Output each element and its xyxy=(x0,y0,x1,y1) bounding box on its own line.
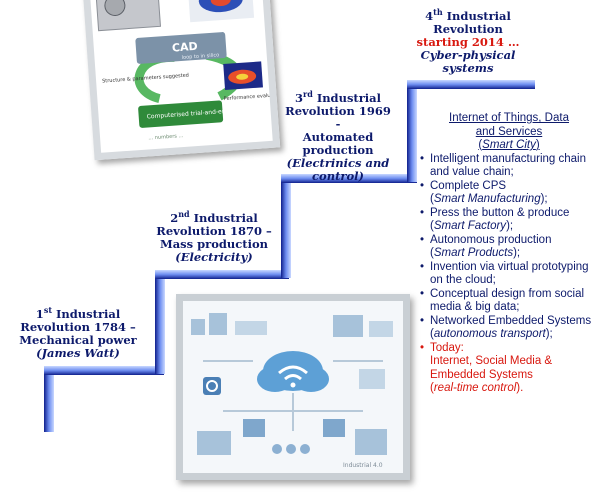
step-2-tread xyxy=(155,270,289,279)
cad-sublabel: loop to in silico xyxy=(182,52,220,61)
list-item: Autonomous production(Smart Products); xyxy=(420,234,598,261)
stage-4-num: 4 xyxy=(425,9,434,23)
cad-loop-image: CAD loop to in silico Structure & parame… xyxy=(81,0,282,161)
stage-3-sub2: control xyxy=(312,169,359,183)
list-item: Intelligent manufacturing chain and valu… xyxy=(420,153,598,180)
cad-label: CAD xyxy=(172,40,199,55)
cad-bottom-label-2: … numbers … xyxy=(148,133,184,141)
stage-1-sup: st xyxy=(43,305,53,316)
step-1-riser xyxy=(44,372,54,432)
list-item: Complete CPS(Smart Manufacturing); xyxy=(420,180,598,207)
stage-3-sub1: Electrinics and xyxy=(292,156,390,170)
step-1-tread xyxy=(44,366,164,375)
stage-3-line2: Revolution 1969 - xyxy=(285,104,391,131)
cad-right-label: Performance evaluated xyxy=(223,92,272,102)
stage-2-line3: Mass production xyxy=(159,237,269,251)
stage-1-line3: Mechanical power xyxy=(19,333,137,347)
feature-list: Internet of Things, Data and Services (S… xyxy=(420,112,598,396)
list-item: Networked Embedded Systems(autonomous tr… xyxy=(420,315,598,342)
stage-4-sup: th xyxy=(433,7,443,18)
list-header-2: and Services xyxy=(475,125,543,138)
list-header-1: Internet of Things, Data xyxy=(449,112,569,124)
stage-2-line2: Revolution 1870 – xyxy=(156,224,272,238)
stage-3-num: 3 xyxy=(294,91,303,105)
industry-4-image: Industrial 4.0 xyxy=(176,294,410,480)
step-4-riser xyxy=(407,86,417,182)
stage-3-sup: rd xyxy=(303,89,313,100)
stage-1-line1: Industrial xyxy=(52,307,121,321)
list-item-today: Today: Internet, Social Media & Embedded… xyxy=(420,342,598,396)
stage-2-sub: Electricity xyxy=(180,250,248,264)
list-item: Invention via virtual prototyping on the… xyxy=(420,261,598,288)
stage-3-label: 3rd Industrial Revolution 1969 - Automat… xyxy=(282,89,394,183)
stage-2-num: 2 xyxy=(170,211,179,225)
stage-4-red: starting 2014 … xyxy=(416,35,520,49)
industry-illustration: Industrial 4.0 xyxy=(183,301,403,473)
stage-3-line1: Industrial xyxy=(312,91,381,105)
stage-1-num: 1 xyxy=(35,307,44,321)
stage-4-sub2: systems xyxy=(442,61,494,75)
list-header-3: Smart City xyxy=(482,139,536,151)
stage-4-sub1: Cyber-physical xyxy=(420,48,516,62)
step-3-riser xyxy=(281,180,291,278)
stage-1-line2: Revolution 1784 – xyxy=(20,320,136,334)
stage-2-sup: nd xyxy=(178,209,190,220)
list-item: Conceptual design from social media & bi… xyxy=(420,288,598,315)
list-item: Press the button & produce(Smart Factory… xyxy=(420,207,598,234)
industry-caption: Industrial 4.0 xyxy=(343,462,383,469)
step-3-tread xyxy=(281,174,417,183)
feature-items: Intelligent manufacturing chain and valu… xyxy=(420,153,598,396)
stage-4-line2: Revolution xyxy=(433,22,503,36)
stage-3-line4: production xyxy=(302,143,374,157)
stage-3-line3: Automated xyxy=(302,130,374,144)
step-4-tread xyxy=(407,80,535,89)
cad-left-label: Structure & parameters suggested xyxy=(102,72,189,84)
stage-2-label: 2nd Industrial Revolution 1870 – Mass pr… xyxy=(150,209,278,264)
cad-loop-diagram: CAD loop to in silico Structure & parame… xyxy=(95,0,282,141)
stage-2-line1: Industrial xyxy=(189,211,258,225)
stage-4-label: 4th Industrial Revolution starting 2014 … xyxy=(412,7,524,75)
step-2-riser xyxy=(155,276,165,374)
stage-4-line1: Industrial xyxy=(442,9,511,23)
stage-1-label: 1st Industrial Revolution 1784 – Mechani… xyxy=(19,305,137,360)
stage-1-sub: James Watt xyxy=(41,346,115,360)
